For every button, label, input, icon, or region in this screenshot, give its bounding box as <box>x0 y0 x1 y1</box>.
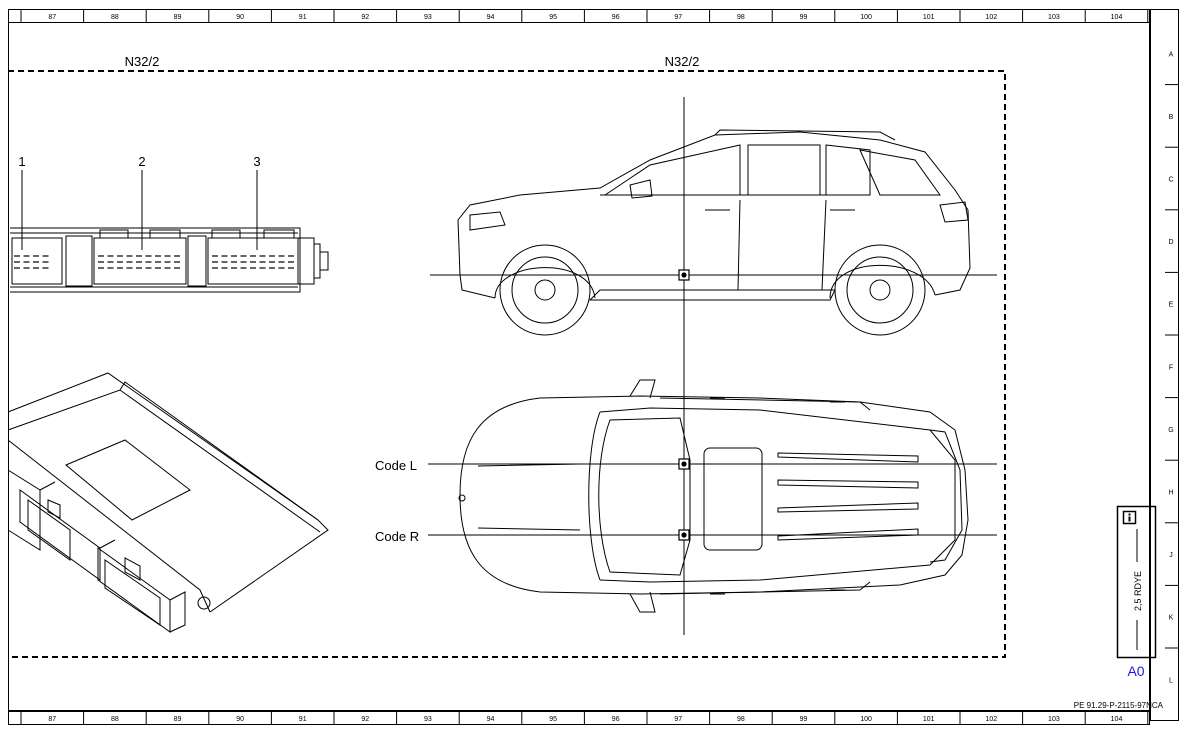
column-label: 87 <box>48 14 56 21</box>
column-label: 92 <box>361 14 369 21</box>
row-label: E <box>1169 302 1174 309</box>
column-label: 96 <box>612 716 620 723</box>
column-label: 92 <box>361 716 369 723</box>
code-l-label: Code L <box>375 458 417 473</box>
column-label: 95 <box>549 716 557 723</box>
column-label: 101 <box>923 14 935 21</box>
column-label: 98 <box>737 716 745 723</box>
row-label: K <box>1169 615 1174 622</box>
column-label: 93 <box>424 716 432 723</box>
column-label: 103 <box>1048 14 1060 21</box>
column-label: 104 <box>1111 716 1123 723</box>
connector-leaders <box>21 170 258 250</box>
component-boundary <box>8 70 1006 658</box>
column-label: 100 <box>860 14 872 21</box>
location-code: A0 <box>1127 663 1144 679</box>
column-label: 88 <box>111 14 119 21</box>
row-label: D <box>1168 239 1173 246</box>
column-label: 94 <box>487 14 495 21</box>
wire-legend: 2,5 RDYE <box>1116 505 1157 659</box>
column-label: 97 <box>674 716 682 723</box>
row-label: B <box>1169 114 1174 121</box>
column-label: 98 <box>737 14 745 21</box>
control-unit-isometric-view <box>7 372 329 633</box>
column-label: 94 <box>487 716 495 723</box>
column-label: 93 <box>424 14 432 21</box>
vehicle-top-view <box>458 379 969 613</box>
column-label: 95 <box>549 14 557 21</box>
row-labels: A B C D E F G H J K L <box>1168 51 1173 684</box>
control-unit-side-view <box>10 227 329 293</box>
connector-number-3: 3 <box>253 154 260 169</box>
column-label: 96 <box>612 14 620 21</box>
column-label: 91 <box>299 14 307 21</box>
drawing-frame <box>8 9 1179 725</box>
info-icon <box>1122 510 1137 525</box>
component-label-right: N32/2 <box>665 54 700 69</box>
column-label: 103 <box>1048 716 1060 723</box>
row-label: G <box>1168 427 1173 434</box>
connector-number-2: 2 <box>138 154 145 169</box>
column-label: 89 <box>174 716 182 723</box>
column-label: 100 <box>860 716 872 723</box>
column-labels-bottom: 87 88 89 90 91 92 93 94 95 96 97 98 99 100 101 102 103 10… <box>48 716 1122 723</box>
row-label: F <box>1169 364 1173 371</box>
connector-pins <box>14 255 294 269</box>
vehicle-side-view <box>457 129 971 336</box>
location-markers <box>678 269 690 541</box>
wire-spec: 2,5 RDYE <box>1133 571 1143 611</box>
connector-number-1: 1 <box>18 154 25 169</box>
column-label: 90 <box>236 14 244 21</box>
column-label: 87 <box>48 716 56 723</box>
reference-number: PE 91.29-P-2115-97NCA <box>1074 701 1164 710</box>
row-label: A <box>1169 51 1174 58</box>
column-label: 104 <box>1111 14 1123 21</box>
column-label: 99 <box>800 716 808 723</box>
column-label: 89 <box>174 14 182 21</box>
column-label: 97 <box>674 14 682 21</box>
column-dividers <box>20 9 1149 724</box>
row-label: L <box>1169 677 1173 684</box>
row-label: J <box>1169 552 1173 559</box>
column-label: 102 <box>985 716 997 723</box>
code-r-label: Code R <box>375 529 419 544</box>
column-labels-top: 87 88 89 90 91 92 93 94 95 96 97 98 99 100 101 102 103 10… <box>48 14 1122 21</box>
column-label: 90 <box>236 716 244 723</box>
column-label: 88 <box>111 716 119 723</box>
row-dividers <box>1165 84 1179 649</box>
column-label: 99 <box>800 14 808 21</box>
row-label: H <box>1168 490 1173 497</box>
column-label: 91 <box>299 716 307 723</box>
row-label: C <box>1168 177 1173 184</box>
location-axes <box>428 97 997 635</box>
column-label: 101 <box>923 716 935 723</box>
column-label: 102 <box>985 14 997 21</box>
component-label-left: N32/2 <box>125 54 160 69</box>
